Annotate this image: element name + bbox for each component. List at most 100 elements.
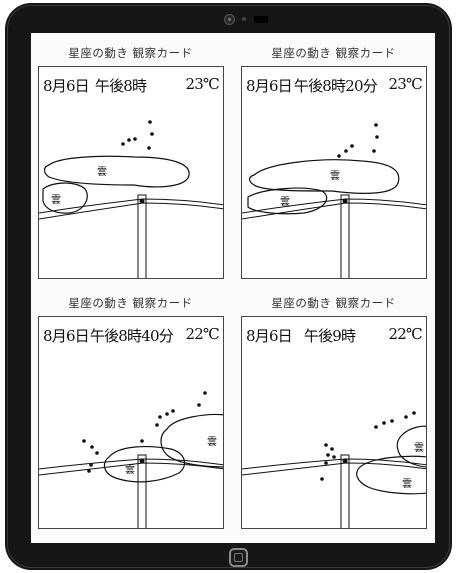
tablet-bezel (7, 5, 450, 568)
cloud-shape (42, 182, 88, 214)
utility-pole (137, 454, 147, 528)
cloud-label: 雲 (97, 166, 107, 178)
star (404, 415, 408, 419)
cloud-label: 雲 (280, 196, 290, 208)
pole-insulator (342, 458, 348, 464)
star (330, 447, 334, 451)
star (374, 425, 378, 429)
card-title: 星座の動き 観察カード (68, 296, 193, 310)
observation-temperature: 23℃ (185, 75, 220, 93)
star (390, 419, 394, 423)
star (372, 149, 376, 153)
star (332, 455, 336, 459)
sensor-icon (242, 17, 246, 21)
star (320, 477, 324, 481)
star (197, 403, 201, 407)
sky-sketch: 雲 雲 (39, 391, 223, 528)
observation-card-1: 星座の動き 観察カード 雲 雲 (35, 37, 226, 283)
card-title: 星座の動き 観察カード (68, 46, 193, 60)
observation-date: 8月6日 (246, 327, 293, 345)
star (158, 415, 162, 419)
cloud-label: 雲 (125, 464, 135, 476)
sky-sketch: 雲 雲 (242, 411, 426, 528)
star (147, 146, 151, 150)
observation-card-3: 星座の動き 観察カード (35, 287, 226, 533)
star (165, 412, 169, 416)
cloud-label: 雲 (207, 436, 217, 448)
star (326, 453, 330, 457)
tablet-frame: 星座の動き 観察カード 雲 雲 (5, 3, 452, 570)
cloud-shape (103, 446, 186, 483)
star (133, 137, 137, 141)
cloud-shape (43, 155, 190, 188)
observation-time: 午後8時40分 (89, 327, 174, 345)
star (89, 463, 93, 467)
star (324, 461, 328, 465)
star (127, 138, 131, 142)
star (337, 154, 341, 158)
observation-temperature: 23℃ (388, 75, 423, 93)
star (150, 132, 154, 136)
star (155, 423, 159, 427)
sketch-panel: 雲 雲 8月6日午後8時 23℃ (38, 66, 224, 279)
pole-insulator (139, 458, 145, 464)
observation-time: 午後9時 (303, 327, 356, 345)
observation-temperature: 22℃ (185, 325, 220, 343)
cloud-shape (248, 159, 400, 194)
stars (82, 391, 207, 473)
sketch-panel: 雲 雲 8月6日午後8時20分 23℃ (241, 66, 427, 279)
card-title: 星座の動き 観察カード (271, 46, 396, 60)
cloud-label: 雲 (414, 442, 424, 454)
observation-date: 8月6日 (43, 327, 90, 345)
observation-date: 8月6日 (43, 77, 90, 95)
observation-header: 8月6日午後9時 22℃ (246, 325, 424, 349)
speaker-icon (254, 16, 268, 23)
card-title: 星座の動き 観察カード (271, 296, 396, 310)
cloud-label: 雲 (402, 478, 412, 490)
star (171, 409, 175, 413)
star (95, 451, 99, 455)
tablet-screen: 星座の動き 観察カード 雲 雲 (31, 33, 435, 543)
star (324, 443, 328, 447)
star (382, 421, 386, 425)
sketch-panel: 雲 雲 8月6日午後8時40分 22℃ (38, 316, 224, 529)
camera-icon (224, 14, 235, 25)
observation-header: 8月6日午後8時40分 22℃ (43, 325, 221, 349)
observation-card-2: 星座の動き 観察カード 雲 雲 (238, 37, 429, 283)
star (87, 469, 91, 473)
cloud-label: 雲 (51, 194, 61, 206)
home-button[interactable] (229, 548, 248, 567)
pole-insulator (139, 198, 145, 204)
observation-temperature: 22℃ (388, 325, 423, 343)
sketch-panel: 雲 雲 8月6日午後9時 22℃ (241, 316, 427, 529)
utility-pole (340, 194, 350, 278)
cloud-shape (356, 455, 426, 495)
star (350, 144, 354, 148)
cloud-label: 雲 (330, 170, 340, 182)
pole-insulator (342, 198, 348, 204)
star (375, 135, 379, 139)
star (121, 142, 125, 146)
cloud-shape (396, 425, 426, 468)
star (412, 411, 416, 415)
stars (121, 120, 154, 150)
sky-sketch: 雲 雲 (242, 123, 426, 278)
observation-time: 午後8時 (94, 77, 147, 95)
power-line (39, 202, 223, 220)
observation-date: 8月6日 (246, 77, 293, 95)
star (82, 439, 86, 443)
power-line (242, 202, 426, 220)
stars (320, 411, 416, 481)
observation-card-4: 星座の動き 観察カード (238, 287, 429, 533)
cloud-shape (247, 187, 328, 215)
observation-header: 8月6日午後8時20分 23℃ (246, 75, 424, 99)
utility-pole (340, 454, 350, 528)
star (203, 391, 207, 395)
star (140, 439, 144, 443)
utility-pole (137, 194, 147, 278)
star (148, 120, 152, 124)
star (90, 445, 94, 449)
observation-header: 8月6日午後8時 23℃ (43, 75, 221, 99)
star (344, 149, 348, 153)
observation-time: 午後8時20分 (293, 77, 378, 95)
